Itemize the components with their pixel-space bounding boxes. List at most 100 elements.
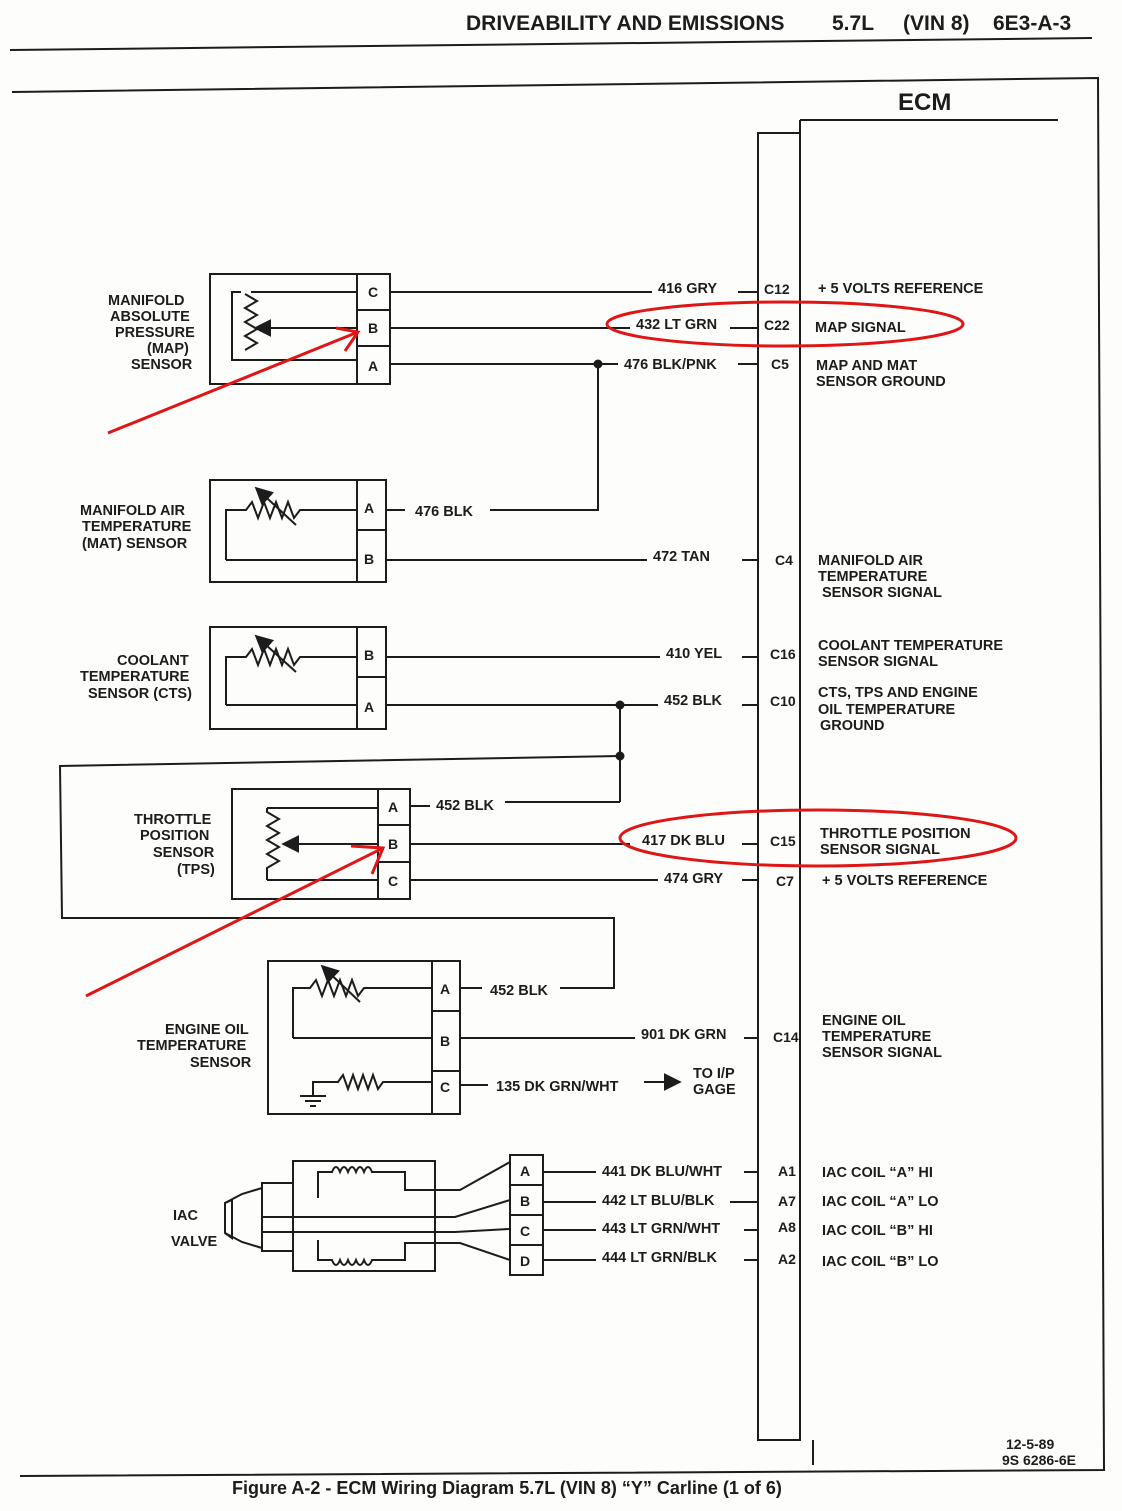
oil-pin-b: B xyxy=(440,1033,450,1049)
coolant-sensor: B A COOLANT TEMPERATURE SENSOR (CTS) xyxy=(80,626,387,730)
map-name-line-1: MANIFOLD xyxy=(108,293,185,309)
func-c14-2: TEMPERATURE xyxy=(822,1029,932,1045)
func-c7: + 5 VOLTS REFERENCE xyxy=(822,873,988,889)
wire-442: 442 LT BLU/BLK xyxy=(602,1193,715,1209)
tps-pin-b: B xyxy=(388,836,398,852)
iac-coil-b-icon xyxy=(317,1240,511,1266)
map-variable-resistor-icon xyxy=(243,293,259,351)
oil-name-line-2: TEMPERATURE xyxy=(137,1038,247,1054)
iac-valve: A B C D IAC VALVE xyxy=(171,1154,544,1276)
throttle-position-sensor: A B C THROTTLE POSITION SENSOR (TPS) xyxy=(134,788,411,900)
terminal-a1: A1 xyxy=(778,1163,796,1179)
func-c10-2: OIL TEMPERATURE xyxy=(818,702,956,718)
header-title: DRIVEABILITY AND EMISSIONS xyxy=(466,12,785,35)
mat-thermistor-icon xyxy=(225,499,357,560)
iac-coil-a-icon xyxy=(317,1161,511,1191)
tps-name-line-1: THROTTLE xyxy=(134,812,212,828)
tps-pin-c: C xyxy=(388,873,398,889)
wire-452-cts: 452 BLK xyxy=(664,693,723,709)
page-header: DRIVEABILITY AND EMISSIONS 5.7L (VIN 8) … xyxy=(9,12,1093,51)
cts-pin-a: A xyxy=(364,699,374,715)
mat-pin-b: B xyxy=(364,551,374,567)
header-vin: (VIN 8) xyxy=(903,12,970,35)
red-annotations xyxy=(85,300,1018,998)
func-c16-1: COOLANT TEMPERATURE xyxy=(818,638,1003,654)
map-name-line-4: (MAP) xyxy=(147,341,189,357)
cts-name-line-1: COOLANT xyxy=(117,653,189,669)
wiring xyxy=(58,291,758,1261)
func-c14-3: SENSOR SIGNAL xyxy=(822,1045,942,1061)
oil-pin-a: A xyxy=(440,981,450,997)
wire-441: 441 DK BLU/WHT xyxy=(602,1164,722,1180)
func-c22: MAP SIGNAL xyxy=(815,320,906,336)
iac-name-line-2: VALVE xyxy=(171,1234,218,1250)
terminal-c7: C7 xyxy=(776,873,794,889)
terminal-c15: C15 xyxy=(770,833,796,849)
mat-sensor: A B MANIFOLD AIR TEMPERATURE (MAT) SENSO… xyxy=(80,479,387,583)
map-sensor: C B A MANIFOLD ABSOLUTE PRESSURE (MAP) S… xyxy=(108,273,391,385)
terminal-c14: C14 xyxy=(773,1029,799,1045)
wire-labels: 416 GRY 432 LT GRN 476 BLK/PNK 476 BLK 4… xyxy=(415,281,736,1266)
func-c4-3: SENSOR SIGNAL xyxy=(822,585,942,601)
func-c15-2: SENSOR SIGNAL xyxy=(820,842,940,858)
highlight-map-signal xyxy=(605,300,965,348)
oil-name-line-1: ENGINE OIL xyxy=(165,1022,249,1038)
oil-gage-resistor-icon xyxy=(312,1072,432,1096)
func-c15-1: THROTTLE POSITION xyxy=(820,826,971,842)
wire-444: 444 LT GRN/BLK xyxy=(602,1250,717,1266)
wire-452-tps: 452 BLK xyxy=(436,798,495,814)
mat-name-line-2: TEMPERATURE xyxy=(82,519,192,535)
ecm-terminals: C12 C22 C5 C4 C16 C10 C15 C7 C14 A1 A7 A… xyxy=(764,281,799,1267)
oil-name-line-3: SENSOR xyxy=(190,1055,252,1071)
mat-name-line-1: MANIFOLD AIR xyxy=(80,503,186,519)
ecm-block: ECM xyxy=(757,89,1058,1465)
wire-416: 416 GRY xyxy=(658,281,717,297)
mat-pin-a: A xyxy=(364,500,374,516)
terminal-a7: A7 xyxy=(778,1193,796,1209)
header-page: 6E3-A-3 xyxy=(993,12,1071,35)
wire-432: 432 LT GRN xyxy=(636,317,717,333)
red-arrow-tps-icon xyxy=(85,846,384,998)
func-c10-1: CTS, TPS AND ENGINE xyxy=(818,685,978,701)
func-c5-2: SENSOR GROUND xyxy=(816,374,946,390)
wire-474: 474 GRY xyxy=(664,871,723,887)
oil-thermistor-icon xyxy=(292,977,432,1038)
func-c14-1: ENGINE OIL xyxy=(822,1013,906,1029)
footer: 12-5-89 9S 6286-6E Figure A-2 - ECM Wiri… xyxy=(232,1436,1076,1498)
map-pin-b: B xyxy=(368,320,378,336)
diagram-code: 9S 6286-6E xyxy=(1002,1452,1076,1468)
tps-name-line-4: (TPS) xyxy=(177,862,215,878)
ecm-functions: + 5 VOLTS REFERENCE MAP SIGNAL MAP AND M… xyxy=(815,281,1003,1270)
iac-pintle-icon xyxy=(224,1187,263,1249)
func-c4-2: TEMPERATURE xyxy=(818,569,928,585)
cts-thermistor-icon xyxy=(225,646,357,705)
ecm-label: ECM xyxy=(898,89,951,116)
wire-135: 135 DK GRN/WHT xyxy=(496,1079,619,1095)
header-engine: 5.7L xyxy=(832,12,874,35)
diagram-border xyxy=(11,76,1106,1477)
terminal-a8: A8 xyxy=(778,1219,796,1235)
tps-variable-resistor-icon xyxy=(265,808,281,880)
wire-452-oil: 452 BLK xyxy=(490,983,549,999)
wire-443: 443 LT GRN/WHT xyxy=(602,1221,720,1237)
terminal-c12: C12 xyxy=(764,281,790,297)
gage-line-1: TO I/P xyxy=(693,1066,735,1082)
iac-name-line-1: IAC xyxy=(173,1208,199,1224)
terminal-a2: A2 xyxy=(778,1251,796,1267)
terminal-c10: C10 xyxy=(770,693,796,709)
terminal-c4: C4 xyxy=(775,552,793,568)
func-a8: IAC COIL “B” HI xyxy=(822,1223,933,1239)
terminal-c5: C5 xyxy=(771,356,789,372)
map-pin-a: A xyxy=(368,358,378,374)
terminal-c22: C22 xyxy=(764,317,790,333)
tps-name-line-3: SENSOR xyxy=(153,845,215,861)
mat-name-line-3: (MAT) SENSOR xyxy=(82,536,188,552)
iac-pin-a: A xyxy=(520,1163,530,1179)
engine-oil-temp-sensor: A B C ENGINE OIL TEMPERATURE SENSOR xyxy=(137,960,461,1115)
wire-476: 476 BLK xyxy=(415,504,474,520)
tps-pin-a: A xyxy=(388,799,398,815)
map-pin-c: C xyxy=(368,284,378,300)
oil-pin-c: C xyxy=(440,1079,450,1095)
wire-410: 410 YEL xyxy=(666,646,722,662)
